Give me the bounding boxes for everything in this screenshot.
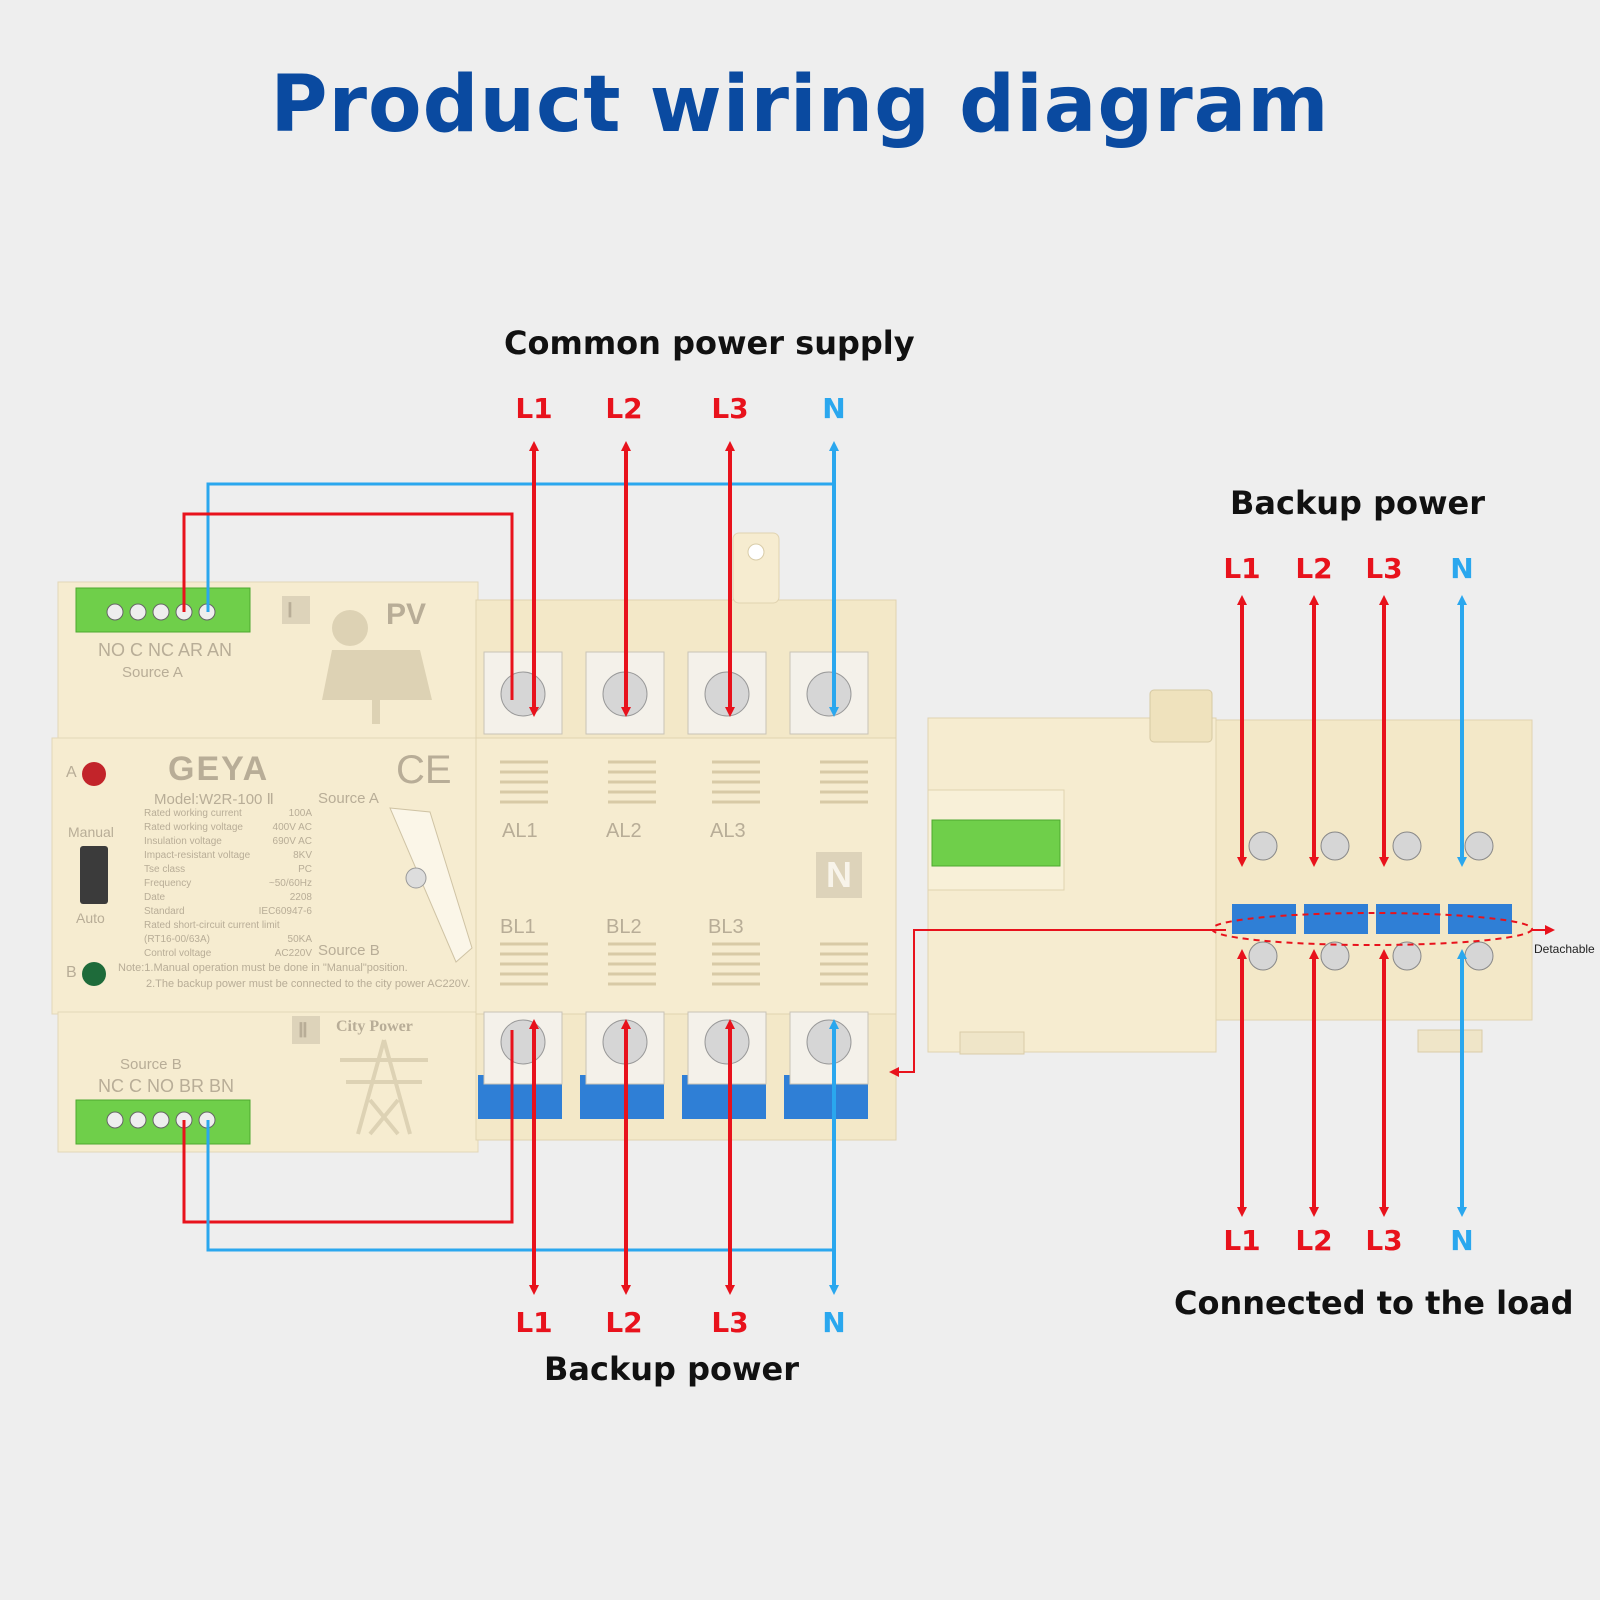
side-busbars — [1232, 904, 1512, 934]
right-top-label-l3: L3 — [1365, 552, 1403, 585]
right-bottom-label-n: N — [1450, 1224, 1474, 1257]
side-transfer-switch — [927, 689, 1533, 1055]
right-bottom-label-l1: L1 — [1223, 1224, 1261, 1257]
pole-label-al2: AL2 — [606, 820, 642, 842]
main-power-arrows — [529, 441, 839, 1295]
indicator-a-label: A — [66, 764, 77, 781]
common-supply-header: Common power supply — [504, 324, 915, 362]
indicator-a-light — [82, 762, 106, 786]
right-top-label-l1: L1 — [1223, 552, 1261, 585]
spec-row: (RT16-00/63A)50KA — [144, 934, 312, 945]
backup-power-bottom-header: Backup power — [544, 1350, 799, 1388]
brand-logo: GEYA — [168, 750, 270, 788]
bottom-label-l3: L3 — [711, 1306, 749, 1339]
city-power-label: City Power — [336, 1018, 413, 1035]
indicator-b-label: B — [66, 964, 77, 981]
pole-label-bl3: BL3 — [708, 916, 744, 938]
side-screws — [1248, 831, 1494, 971]
knob-source-a-label: Source A — [318, 790, 379, 807]
city-roman-badge: Ⅱ — [298, 1020, 308, 1042]
pole-label-al1: AL1 — [502, 820, 538, 842]
load-header: Connected to the load — [1174, 1284, 1574, 1322]
top-label-l1: L1 — [515, 392, 553, 425]
model-label: Model:W2R-100 Ⅱ — [154, 791, 274, 808]
source-b-terminal-block — [75, 1099, 251, 1145]
knob-source-b-label: Source B — [318, 942, 380, 959]
side-terminal-block — [931, 819, 1061, 867]
source-a-terminal-block — [75, 587, 251, 633]
right-bottom-label-l2: L2 — [1295, 1224, 1333, 1257]
mode-switch — [80, 846, 108, 904]
bottom-label-l2: L2 — [605, 1306, 643, 1339]
pv-roman-badge: Ⅰ — [287, 600, 293, 622]
note-line-2: 2.The backup power must be connected to … — [146, 978, 471, 990]
main-transfer-switch — [51, 532, 897, 1153]
bottom-label-l1: L1 — [515, 1306, 553, 1339]
page-title: Product wiring diagram — [270, 60, 1330, 150]
top-label-l2: L2 — [605, 392, 643, 425]
source-b-terminal-labels: NC C NO BR BN — [98, 1076, 235, 1096]
spec-row: Frequency~50/60Hz — [144, 878, 312, 889]
indicator-b-light — [82, 962, 106, 986]
neutral-mark: N — [826, 854, 852, 895]
top-label-l3: L3 — [711, 392, 749, 425]
ce-mark: CE — [396, 748, 452, 792]
bottom-pole-terminals — [478, 1011, 869, 1119]
mode-auto-label: Auto — [76, 910, 105, 926]
pole-label-bl2: BL2 — [606, 916, 642, 938]
note-line-1: Note:1.Manual operation must be done in … — [118, 962, 408, 974]
rotary-knob — [389, 807, 473, 963]
source-a-terminal-labels: NO C NC AR AN — [98, 640, 233, 660]
right-bottom-label-l3: L3 — [1365, 1224, 1403, 1257]
power-tower-icon — [340, 1039, 428, 1136]
solar-panel-icon — [322, 610, 432, 724]
vent-slots — [500, 760, 868, 986]
top-label-n: N — [822, 392, 846, 425]
source-a-label: Source A — [122, 664, 183, 681]
pole-label-bl1: BL1 — [500, 916, 536, 938]
source-b-label: Source B — [120, 1056, 182, 1073]
pv-label: PV — [386, 598, 427, 631]
right-top-label-l2: L2 — [1295, 552, 1333, 585]
right-top-label-n: N — [1450, 552, 1474, 585]
backup-power-right-header: Backup power — [1230, 484, 1485, 522]
pole-label-al3: AL3 — [710, 820, 746, 842]
mode-manual-label: Manual — [68, 824, 114, 840]
detachable-label: Detachable — [1534, 942, 1595, 956]
side-switch-handle — [1149, 689, 1213, 743]
side-power-arrows — [1237, 595, 1467, 1217]
bottom-label-n: N — [822, 1306, 846, 1339]
spec-row: Rated short-circuit current limit — [144, 920, 280, 931]
